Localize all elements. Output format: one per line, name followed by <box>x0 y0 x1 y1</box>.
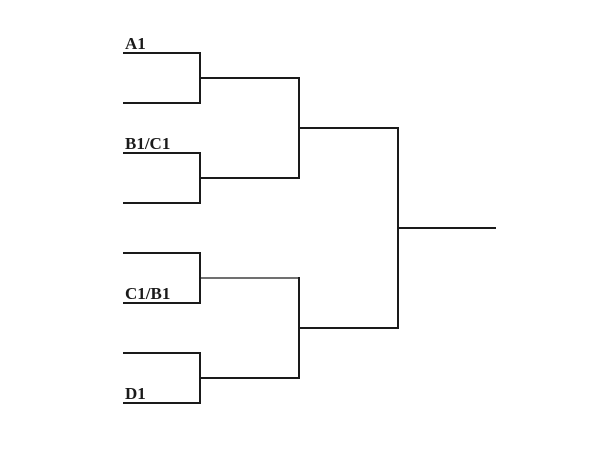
match-2 <box>123 152 300 204</box>
slot-label-b1-c1: B1/C1 <box>125 134 170 153</box>
slot-label-a1: A1 <box>125 34 146 53</box>
semifinal-2 <box>298 277 399 379</box>
match-4 <box>123 352 300 404</box>
match-1 <box>123 52 300 104</box>
slot-label-c1-b1: C1/B1 <box>125 284 170 303</box>
slot-label-d1: D1 <box>125 384 146 403</box>
semifinal-1 <box>298 77 399 179</box>
final <box>397 127 496 329</box>
match-3 <box>123 252 300 304</box>
